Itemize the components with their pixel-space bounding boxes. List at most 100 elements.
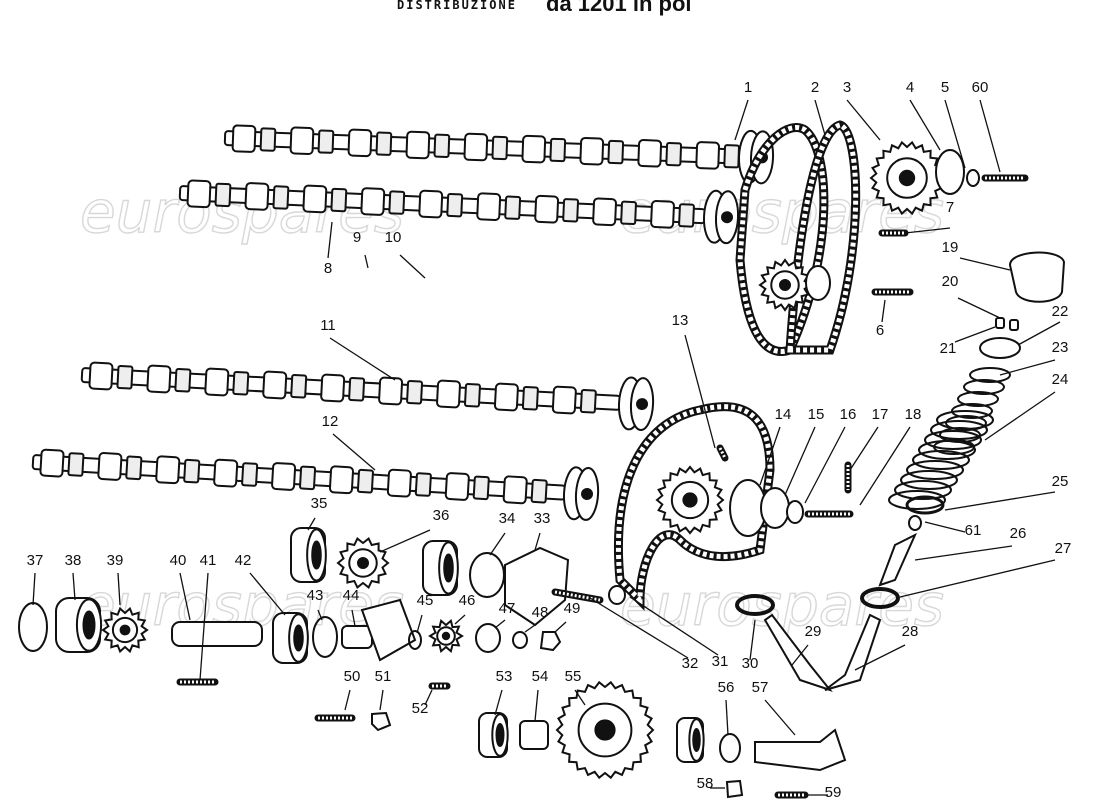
callout-28: 28: [902, 623, 919, 640]
leader-line-1: [734, 99, 749, 141]
spring-24-coil: [924, 430, 982, 450]
camshaft-11: [80, 361, 655, 432]
bearing-53-b: [676, 717, 705, 763]
leader-line-14: [759, 426, 781, 486]
valve-guide-26: [878, 532, 918, 587]
washer-16: [786, 500, 804, 524]
callout-16: 16: [840, 406, 857, 423]
leader-line-50: [344, 689, 351, 711]
callout-61: 61: [965, 522, 982, 539]
camshaft-1: [223, 124, 775, 185]
seat-30: [735, 594, 775, 616]
callout-38: 38: [65, 552, 82, 569]
tappet-19: [1008, 251, 1066, 303]
cover-33: [504, 546, 570, 627]
nut-31: [608, 585, 626, 605]
idler-sprocket: [758, 258, 812, 312]
callout-33: 33: [534, 510, 551, 527]
leader-line-8: [327, 221, 333, 259]
callout-14: 14: [775, 406, 792, 423]
callout-43: 43: [307, 587, 324, 604]
spacer-54: [519, 720, 549, 750]
callout-51: 51: [375, 668, 392, 685]
callout-58: 58: [697, 775, 714, 792]
leader-line-2: [814, 99, 826, 136]
callout-30: 30: [742, 655, 759, 672]
camshaft-12: [31, 448, 600, 521]
callout-46: 46: [459, 592, 476, 609]
callout-45: 45: [417, 592, 434, 609]
callout-48: 48: [532, 604, 549, 621]
callout-11: 11: [320, 317, 336, 334]
spring-24-coil: [900, 470, 958, 490]
washer-47: [475, 623, 501, 653]
spring-24-coil: [906, 460, 964, 480]
leader-line-52: [424, 689, 433, 706]
leader-line-57: [764, 699, 796, 736]
callout-2: 2: [811, 79, 819, 96]
leader-line-48: [524, 624, 536, 633]
timing-chain-upper-b: [785, 120, 861, 355]
leader-line-46: [454, 614, 466, 625]
leader-line-33: [534, 532, 541, 551]
leader-line-21: [954, 326, 996, 343]
leader-line-60: [979, 99, 1001, 173]
callout-34: 34: [499, 510, 516, 527]
callout-24: 24: [1052, 371, 1069, 388]
leader-line-38: [72, 572, 76, 601]
callout-47: 47: [499, 600, 516, 617]
camshaft-8: [178, 179, 740, 245]
callout-22: 22: [1052, 303, 1069, 320]
leader-line-34: [489, 532, 506, 556]
leader-line-19: [959, 257, 1011, 271]
leader-line-7: [904, 227, 951, 234]
diagram-title-range: da 1201 in poi: [546, 0, 692, 16]
oring-43: [312, 616, 338, 658]
nut-49: [539, 631, 562, 652]
callout-17: 17: [872, 406, 889, 423]
spring-23-coil: [957, 391, 999, 407]
spring-23-coil: [969, 367, 1011, 383]
leader-line-55: [574, 689, 586, 706]
leader-line-49: [554, 621, 567, 633]
callout-5: 5: [941, 79, 949, 96]
seal-61: [908, 515, 922, 531]
leader-line-51: [379, 689, 384, 711]
leader-line-28: [854, 644, 906, 671]
spring-24-coil: [912, 450, 970, 470]
callout-27: 27: [1055, 540, 1072, 557]
callout-8: 8: [324, 260, 332, 277]
leader-line-26: [914, 545, 1013, 561]
spring-24-coil: [918, 440, 976, 460]
callout-3: 3: [843, 79, 851, 96]
callout-10: 10: [385, 229, 402, 246]
callout-32: 32: [682, 655, 699, 672]
plug-57: [754, 728, 847, 772]
bearing-35-b: [422, 540, 459, 596]
leader-line-20: [957, 297, 1001, 319]
leader-line-12: [332, 433, 376, 471]
callout-25: 25: [1052, 473, 1069, 490]
cap-37: [18, 602, 48, 652]
callout-6: 6: [876, 322, 884, 339]
diagram-title-prefix: DISTRIBUZIONE: [397, 0, 517, 12]
callout-36: 36: [433, 507, 450, 524]
spring-24-coil: [894, 480, 952, 500]
leader-line-5: [944, 99, 966, 169]
callout-53: 53: [496, 668, 513, 685]
leader-line-39: [117, 572, 121, 606]
bolt-13: [716, 444, 729, 462]
leader-line-54: [534, 689, 539, 722]
leader-line-22: [1017, 321, 1061, 346]
callout-20: 20: [942, 273, 959, 290]
callout-4: 4: [906, 79, 914, 96]
nut-58: [725, 779, 744, 799]
leader-line-23: [999, 359, 1056, 376]
timing-chain-upper-a: [735, 123, 829, 356]
callout-9: 9: [353, 229, 361, 246]
seat-27: [860, 587, 900, 609]
bearing-35-a: [290, 527, 327, 583]
callout-19: 19: [942, 239, 959, 256]
leader-line-17: [849, 426, 879, 471]
